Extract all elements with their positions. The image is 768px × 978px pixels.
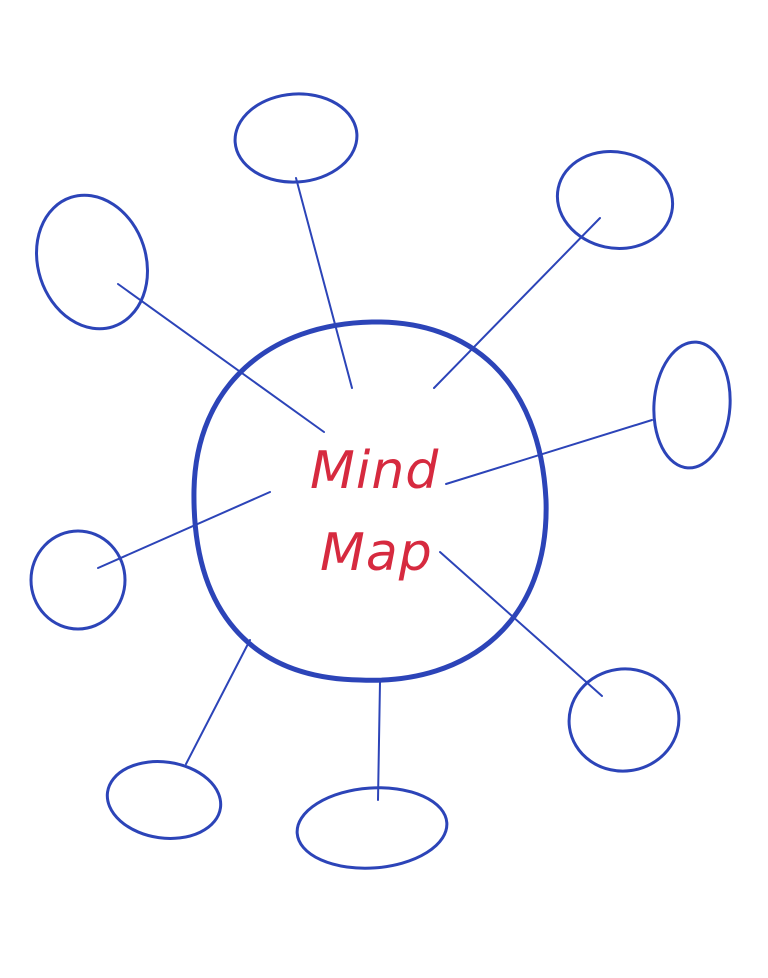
connector-bottom-left xyxy=(185,639,251,765)
connectors xyxy=(97,177,653,801)
bubble-bottom xyxy=(295,786,449,870)
connector-top xyxy=(295,177,353,389)
bubble-right xyxy=(652,340,732,470)
bubble-left xyxy=(29,529,127,631)
bubble-lower-right xyxy=(567,667,681,773)
central-circle xyxy=(191,319,549,683)
connector-lower-right xyxy=(439,551,603,697)
connector-upper-left xyxy=(117,283,325,433)
bubble-upper-right xyxy=(555,150,675,250)
bubble-upper-left xyxy=(35,193,149,331)
connector-right xyxy=(445,419,653,485)
center-label-line1: Mind xyxy=(310,441,439,501)
bubble-top xyxy=(233,92,359,184)
bubble-bottom-left xyxy=(105,760,223,840)
center-label-line2: Map xyxy=(320,523,433,583)
connector-upper-right xyxy=(433,217,601,389)
connector-left xyxy=(97,491,271,569)
bubbles xyxy=(29,92,732,870)
connector-bottom xyxy=(377,681,381,801)
central-node: Mind Map xyxy=(191,319,549,683)
